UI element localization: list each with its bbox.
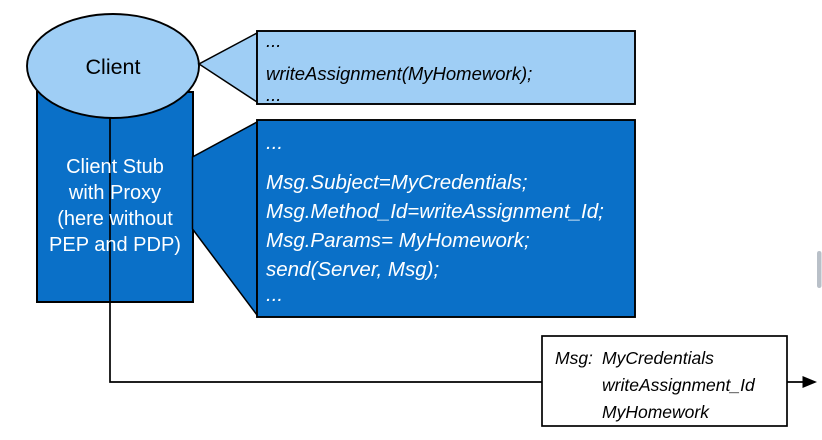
client-ellipse	[26, 13, 200, 119]
message-flow-arrowhead-icon	[802, 376, 817, 388]
client-stub-label-line3: (here without	[57, 208, 173, 230]
scrollbar-thumb[interactable]	[817, 251, 822, 288]
stub-code-line2: Msg.Subject=MyCredentials;	[266, 171, 528, 194]
stub-code-line6: ...	[266, 283, 283, 306]
stub-code-box	[256, 119, 636, 318]
stub-code-callout-pointer	[191, 120, 258, 318]
message-box-value1: MyCredentials	[602, 348, 714, 368]
message-box-value3: MyHomework	[602, 402, 710, 422]
stub-code-line3: Msg.Method_Id=writeAssignment_Id;	[266, 200, 604, 223]
message-box	[541, 335, 788, 427]
client-stub-label-line4: PEP and PDP)	[49, 234, 181, 256]
client-code-callout-pointer	[197, 31, 258, 104]
client-code-line3: ...	[266, 84, 281, 105]
client-code-line2: writeAssignment(MyHomework);	[266, 63, 532, 84]
stub-code-line1: ...	[266, 131, 283, 154]
message-box-label: Msg:	[555, 348, 593, 368]
client-label: Client	[86, 55, 141, 79]
stub-code-line5: send(Server, Msg);	[266, 258, 439, 281]
client-stub-box	[36, 91, 194, 303]
stub-code-line4: Msg.Params= MyHomework;	[266, 229, 530, 252]
client-code-line1: ...	[266, 30, 281, 51]
message-box-value2: writeAssignment_Id	[602, 375, 756, 395]
client-code-box	[256, 30, 636, 105]
client-stub-label-line1: Client Stub	[66, 156, 164, 178]
client-stub-label-line2: with Proxy	[68, 182, 161, 204]
